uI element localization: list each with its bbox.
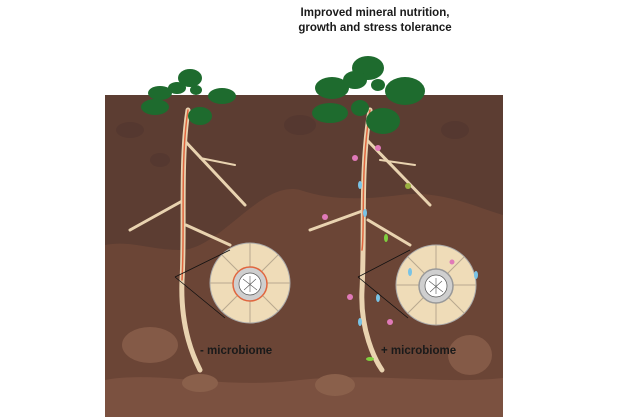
right-cross-section: [357, 244, 478, 326]
figure-title: Improved mineral nutrition, growth and s…: [270, 6, 480, 36]
microbes-icon: [322, 145, 411, 361]
left-roots: [128, 107, 247, 373]
left-plant: [128, 69, 247, 373]
right-leaves-icon: [312, 56, 425, 134]
title-line-2: growth and stress tolerance: [298, 22, 452, 34]
title-line-1: Improved mineral nutrition,: [300, 7, 450, 19]
left-leaves-icon: [141, 69, 236, 125]
plus-microbiome-label: + microbiome: [381, 345, 457, 357]
minus-microbiome-label: - microbiome: [200, 345, 273, 357]
left-cross-section: [174, 242, 291, 324]
right-plant: [308, 56, 432, 373]
